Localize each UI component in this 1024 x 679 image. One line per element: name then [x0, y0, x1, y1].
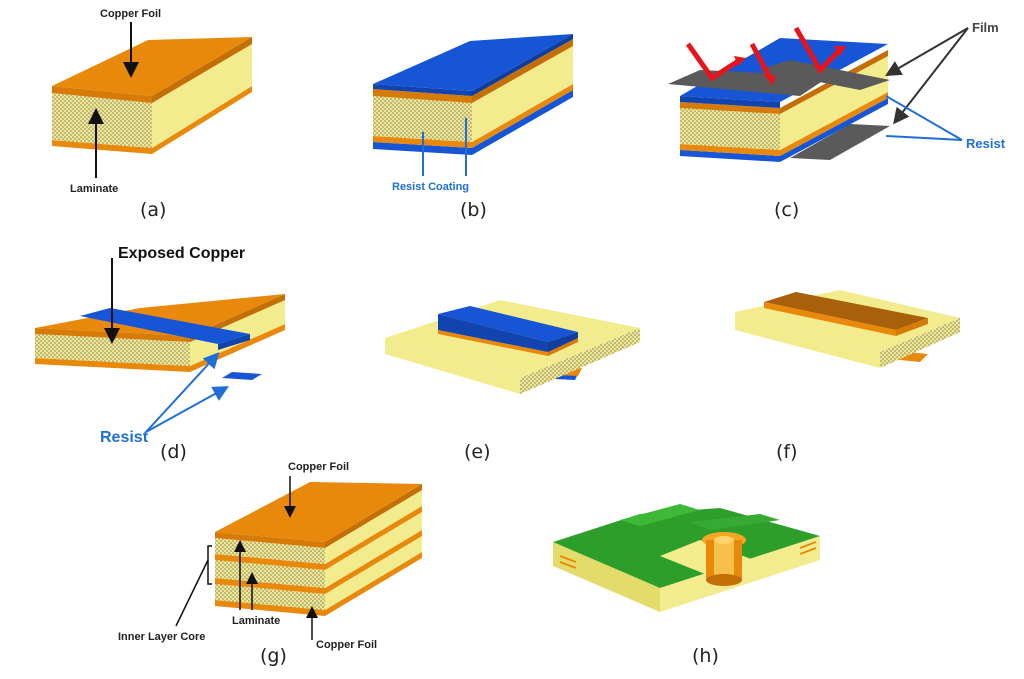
- top-laminate-side: [325, 490, 422, 564]
- caption-b: (b): [460, 199, 487, 221]
- core-laminate-side: [325, 512, 422, 588]
- resist-arrow-1: [145, 352, 220, 433]
- uv-light-arrow-3-head: [834, 46, 846, 56]
- laminate-edge: [520, 328, 640, 394]
- resist-label: Resist: [966, 136, 1006, 151]
- via-bottom-pad: [706, 574, 742, 586]
- top-resist-side: [472, 34, 573, 96]
- copper-strip-top: [764, 292, 928, 330]
- inner-layer-core-label: Inner Layer Core: [118, 631, 205, 643]
- caption-f: (f): [776, 441, 798, 463]
- inner-layer-stripe-2: [559, 561, 577, 569]
- caption-g: (g): [260, 645, 287, 667]
- resist-pointer-1: [885, 95, 963, 141]
- exposed-copper-label: Exposed Copper: [118, 245, 245, 262]
- caption-d: (d): [160, 441, 187, 463]
- panel-g: Copper Foil Inner Layer Core Laminate Co…: [118, 461, 422, 667]
- top-resist-strip-side: [218, 334, 250, 350]
- copper-strip-side: [548, 338, 578, 356]
- top-copper-foil-label: Copper Foil: [288, 461, 349, 473]
- top-resist-front: [373, 84, 472, 96]
- copper-foil-label: Copper Foil: [100, 8, 161, 20]
- top-copper-side: [472, 39, 573, 103]
- inner-core-pointer: [175, 559, 209, 627]
- top-copper-front: [52, 86, 152, 103]
- bottom-copper: [680, 92, 888, 156]
- resist-label: Resist: [100, 429, 149, 446]
- resist-strip-top: [438, 306, 578, 342]
- top-resist-face: [373, 34, 573, 91]
- copper-strip-front: [438, 330, 548, 356]
- uv-light-arrow-2-head: [764, 74, 776, 86]
- copper-strip-front: [764, 302, 896, 336]
- inner-layer-stripe-1: [559, 555, 577, 563]
- top-copper-side: [152, 37, 252, 103]
- resist-strip-front: [438, 314, 548, 352]
- inner-layer-stripe-3: [799, 541, 817, 549]
- top-copper-face: [35, 294, 285, 336]
- top-copper-face: [215, 482, 422, 542]
- bottom-laminate-front: [215, 584, 325, 610]
- laminate-edge: [880, 318, 960, 368]
- resist-arrow-2: [145, 386, 230, 433]
- bottom-copper: [373, 84, 573, 148]
- panel-b: Resist Coating (b): [373, 34, 573, 221]
- caption-h: (h): [692, 645, 719, 667]
- caption-e: (e): [464, 441, 491, 463]
- film-label: Film: [972, 20, 999, 35]
- resist-pointer-2: [885, 135, 963, 141]
- caption-a: (a): [140, 199, 166, 221]
- core-laminate-front: [215, 560, 325, 588]
- top-copper-front: [373, 89, 472, 103]
- copper-strip-side: [896, 318, 928, 336]
- top-resist-strip: [80, 308, 250, 344]
- panel-e: (e): [385, 300, 640, 463]
- panel-h: (h): [553, 504, 820, 667]
- panel-d: Exposed Copper Resist (d): [35, 245, 285, 463]
- panel-f: (f): [735, 290, 960, 463]
- laminate-label: Laminate: [232, 615, 280, 627]
- top-copper-face: [52, 37, 252, 96]
- laminate-front: [373, 96, 472, 142]
- bottom-resist: [680, 98, 888, 162]
- board-front-left: [553, 542, 660, 612]
- inner-layer-stripe-4: [799, 547, 817, 555]
- uv-light-arrow-1: [685, 42, 742, 82]
- film-arrow-2: [893, 27, 969, 125]
- uv-light-arrow-3: [793, 26, 842, 75]
- panel-c: Film Resist (c): [668, 20, 1006, 221]
- bottom-copper: [35, 324, 285, 372]
- bottom-copper-foil-label: Copper Foil: [316, 639, 377, 651]
- bottom-film: [790, 124, 890, 160]
- panel-a: Copper Foil Laminate (a): [52, 8, 252, 221]
- via-hole: [714, 536, 734, 544]
- laminate-side: [472, 46, 573, 142]
- trace-highlight-2: [690, 514, 780, 530]
- caption-c: (c): [774, 199, 799, 221]
- top-film-right: [758, 60, 890, 90]
- uv-light-arrow-2: [749, 42, 773, 80]
- laminate-front: [35, 334, 190, 366]
- inner-core-bracket: [207, 545, 212, 585]
- via-bore: [714, 540, 734, 580]
- laminate-front: [680, 108, 780, 150]
- laminate-label: Laminate: [70, 183, 118, 195]
- top-copper-side: [325, 484, 422, 548]
- bottom-copper-layer: [52, 86, 252, 154]
- uv-light-arrow-1-head: [734, 56, 746, 66]
- resist-strip-side: [548, 332, 578, 352]
- laminate-side: [152, 44, 252, 148]
- bottom-laminate-side: [325, 536, 422, 610]
- top-resist-front: [680, 96, 780, 108]
- resist-coating-label: Resist Coating: [392, 181, 469, 193]
- trace-highlight-1: [620, 504, 700, 526]
- bottom-resist: [373, 90, 573, 155]
- top-copper-front: [215, 532, 325, 548]
- bottom-resist-strip: [222, 372, 262, 380]
- film-arrow-1: [885, 27, 969, 77]
- top-copper-front: [680, 102, 780, 114]
